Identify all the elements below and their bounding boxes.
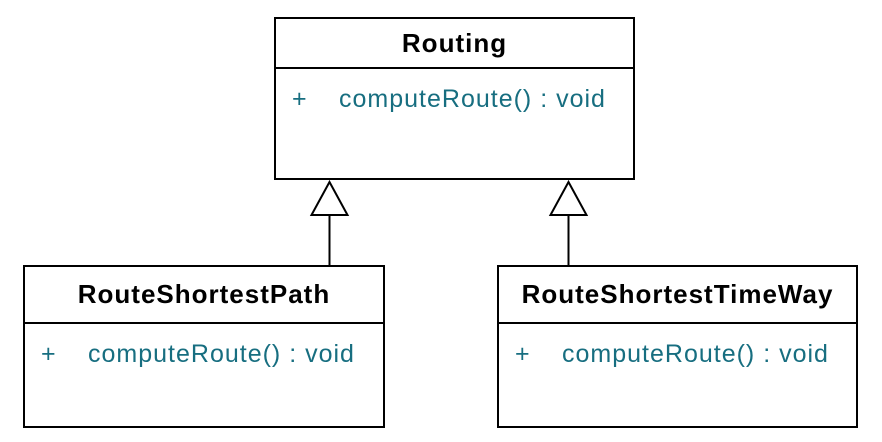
- member-signature: computeRoute() : void: [339, 85, 606, 113]
- member-signature: computeRoute() : void: [562, 340, 829, 368]
- generalization-arrow-left: [309, 179, 350, 266]
- member-row: + computeRoute() : void: [276, 84, 633, 114]
- hollow-triangle-icon: [309, 179, 350, 216]
- members-compartment: + computeRoute() : void: [276, 69, 633, 114]
- members-compartment: + computeRoute() : void: [25, 324, 383, 369]
- members-compartment: + computeRoute() : void: [499, 324, 856, 369]
- class-name: RouteShortestPath: [25, 267, 383, 324]
- hollow-triangle-icon: [548, 179, 589, 216]
- visibility-symbol: +: [515, 340, 531, 368]
- class-name: RouteShortestTimeWay: [499, 267, 856, 324]
- class-box-routeshortestpath: RouteShortestPath + computeRoute() : voi…: [23, 265, 385, 428]
- class-name: Routing: [276, 19, 633, 69]
- class-box-routeshortesttimeway: RouteShortestTimeWay + computeRoute() : …: [497, 265, 858, 428]
- generalization-arrow-right: [548, 179, 589, 266]
- class-box-routing: Routing + computeRoute() : void: [274, 17, 635, 180]
- visibility-symbol: +: [292, 85, 308, 113]
- visibility-symbol: +: [41, 340, 57, 368]
- member-row: + computeRoute() : void: [499, 339, 856, 369]
- member-signature: computeRoute() : void: [88, 340, 355, 368]
- member-row: + computeRoute() : void: [25, 339, 383, 369]
